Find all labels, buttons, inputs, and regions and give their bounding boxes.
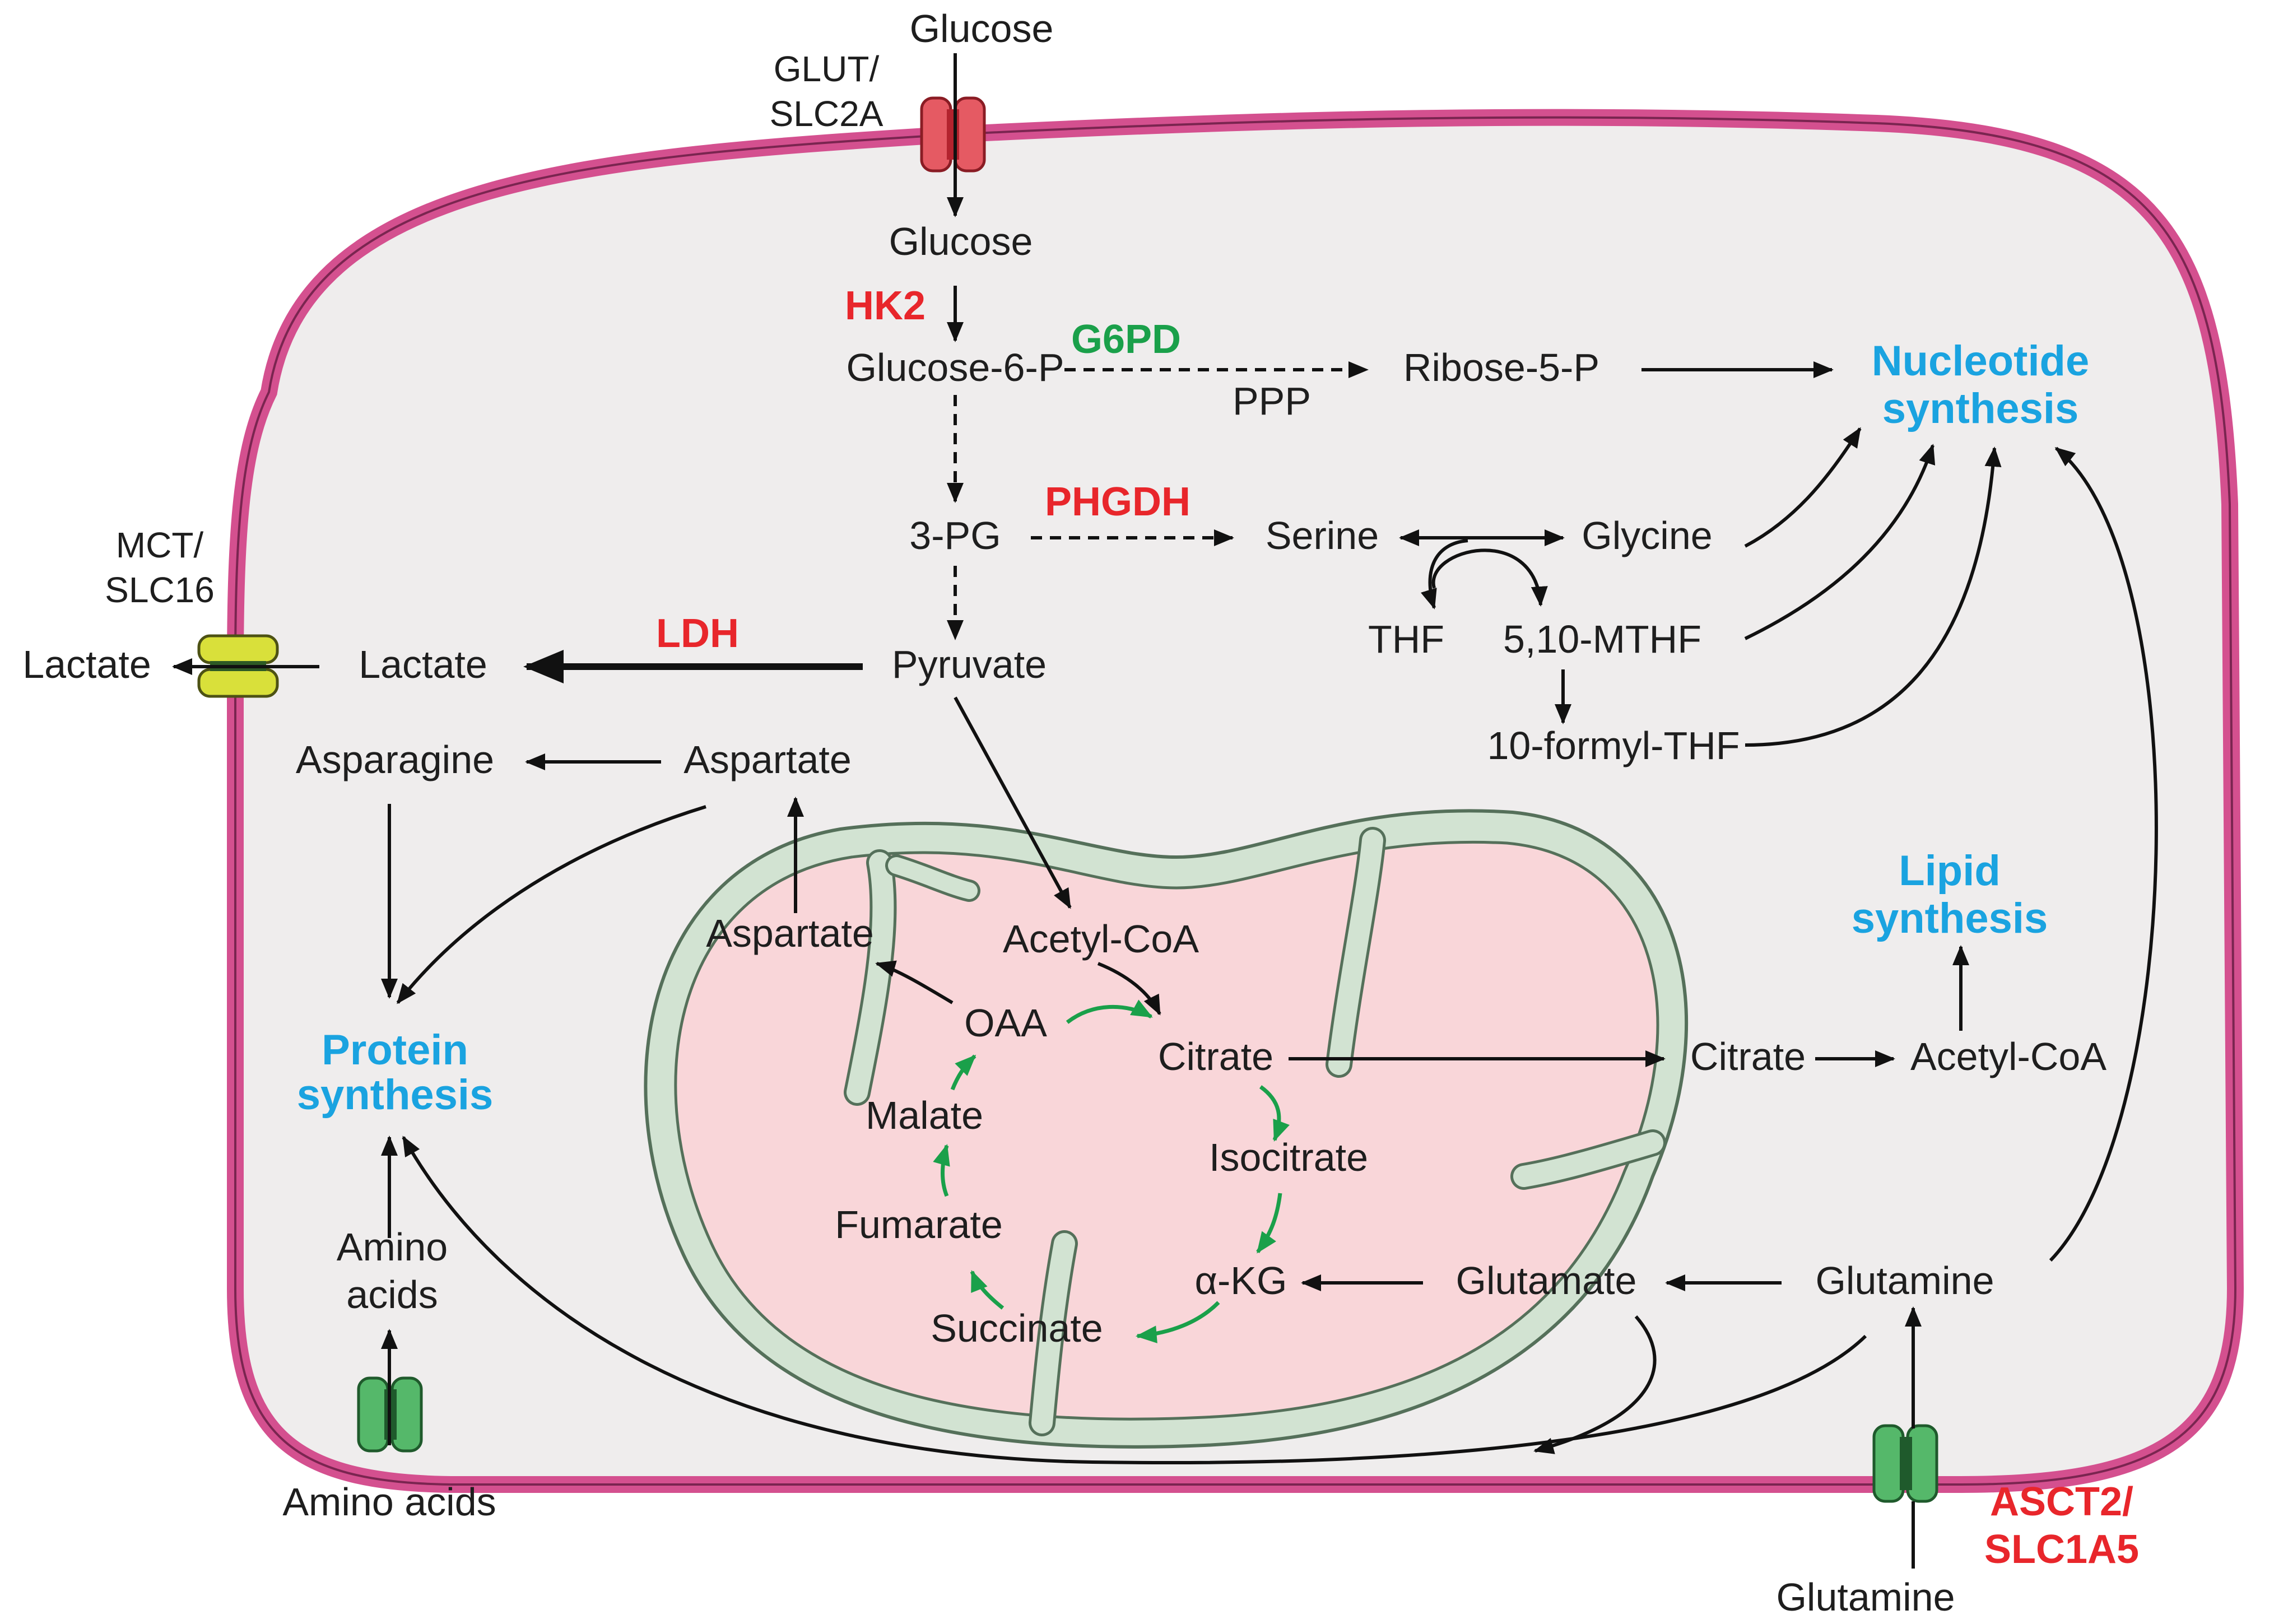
arrow	[1097, 962, 1161, 1016]
protein-synthesis-label-line2: synthesis	[297, 1071, 494, 1119]
3pg-label: 3-PG	[909, 514, 1001, 557]
tca-arrow	[1259, 1085, 1290, 1142]
succinate-label: Succinate	[931, 1306, 1103, 1350]
ldh-label: LDH	[656, 611, 739, 656]
formyl-thf-label: 10-formyl-THF	[1487, 724, 1740, 767]
arrow	[1744, 427, 1862, 548]
arrow	[954, 696, 1072, 909]
arrows	[172, 53, 2158, 1569]
glycine-label: Glycine	[1582, 514, 1712, 557]
tca-arrow	[933, 1143, 950, 1197]
glucose-label: Glucose	[889, 220, 1033, 263]
asct2-label-line1: ASCT2/	[1990, 1479, 2133, 1524]
tca-arrow	[1135, 1301, 1220, 1343]
crista	[888, 857, 978, 899]
arrow	[402, 1136, 1867, 1465]
tca-cycle-arrows	[933, 999, 1290, 1343]
glutamine-label: Glutamine	[1815, 1259, 1994, 1302]
mito-citrate-label: Citrate	[1158, 1035, 1273, 1078]
citrate-label: Citrate	[1690, 1035, 1806, 1078]
aspartate-label: Aspartate	[683, 738, 852, 781]
tca-arrow	[1066, 999, 1153, 1024]
protein-synthesis-label-line1: Protein	[322, 1026, 468, 1074]
ppp-label: PPP	[1233, 379, 1311, 423]
mitochondrion	[644, 809, 1688, 1449]
g6p-label: Glucose-6-P	[846, 346, 1064, 389]
hk2-label: HK2	[845, 283, 926, 328]
mito-acetyl-coa-label: Acetyl-CoA	[1003, 917, 1199, 961]
arrow	[1431, 548, 1548, 607]
ext-lactate-label: Lactate	[22, 643, 151, 686]
ext-glutamine-label: Glutamine	[1776, 1575, 1955, 1619]
mthf-label: 5,10-MTHF	[1503, 617, 1701, 661]
crista	[1031, 1233, 1075, 1434]
nucleotide-synthesis-label-line1: Nucleotide	[1872, 337, 2090, 385]
asct2-label-line2: SLC1A5	[1984, 1527, 2139, 1572]
pyruvate-label: Pyruvate	[892, 643, 1047, 686]
tca-arrow	[950, 1054, 976, 1091]
mct-label-line1: MCT/	[116, 525, 204, 565]
amino-acid-transporter-icon	[357, 1376, 423, 1453]
cell-membrane-inner-line	[234, 116, 2237, 1486]
lipid-synthesis-label-line2: synthesis	[1852, 895, 2048, 942]
crista	[1328, 830, 1383, 1075]
mito-matrix	[674, 840, 1659, 1421]
arrow	[1420, 539, 1468, 609]
g6pd-label: G6PD	[1071, 317, 1181, 362]
lactate-label: Lactate	[359, 643, 487, 686]
asparagine-label: Asparagine	[296, 738, 494, 781]
glut-label-line2: SLC2A	[770, 94, 883, 134]
amino-acids-label-line1: Amino	[337, 1225, 448, 1269]
arrow	[396, 805, 706, 1004]
isocitrate-label: Isocitrate	[1209, 1136, 1368, 1179]
mito-aspartate-label: Aspartate	[706, 911, 874, 955]
serine-label: Serine	[1266, 514, 1379, 557]
ext-amino-acids-label: Amino acids	[282, 1480, 496, 1524]
malate-label: Malate	[866, 1093, 983, 1137]
nucleotide-synthesis-label-line2: synthesis	[1882, 385, 2079, 432]
glutamate-label: Glutamate	[1456, 1259, 1637, 1302]
mct-transporter-icon	[197, 634, 279, 698]
lipid-synthesis-label-line1: Lipid	[1899, 847, 2001, 895]
crista	[1513, 1132, 1663, 1187]
mct-label-line2: SLC16	[105, 570, 215, 610]
thf-label: THF	[1368, 617, 1444, 661]
ribose5p-label: Ribose-5-P	[1403, 346, 1599, 389]
acetyl-coa-label: Acetyl-CoA	[1910, 1035, 2106, 1078]
fumarate-label: Fumarate	[835, 1203, 1003, 1246]
tca-arrow	[970, 1270, 1005, 1310]
ext-glucose-label: Glucose	[910, 7, 1054, 50]
arrow	[2049, 446, 2158, 1262]
glut-label-line1: GLUT/	[774, 49, 880, 89]
asct2-transporter-icon	[1872, 1424, 1938, 1503]
arrow	[1744, 444, 1936, 640]
oaa-label: OAA	[964, 1001, 1047, 1045]
arrow	[1745, 446, 2002, 747]
amino-acids-label-line2: acids	[346, 1273, 438, 1316]
arrow	[875, 960, 954, 1004]
akg-label: α-KG	[1195, 1259, 1287, 1302]
labels: Glucose GLUT/ SLC2A Glucose HK2 G6PD Glu…	[22, 7, 2139, 1619]
tca-arrow	[1256, 1193, 1282, 1254]
phgdh-label: PHGDH	[1045, 480, 1191, 524]
